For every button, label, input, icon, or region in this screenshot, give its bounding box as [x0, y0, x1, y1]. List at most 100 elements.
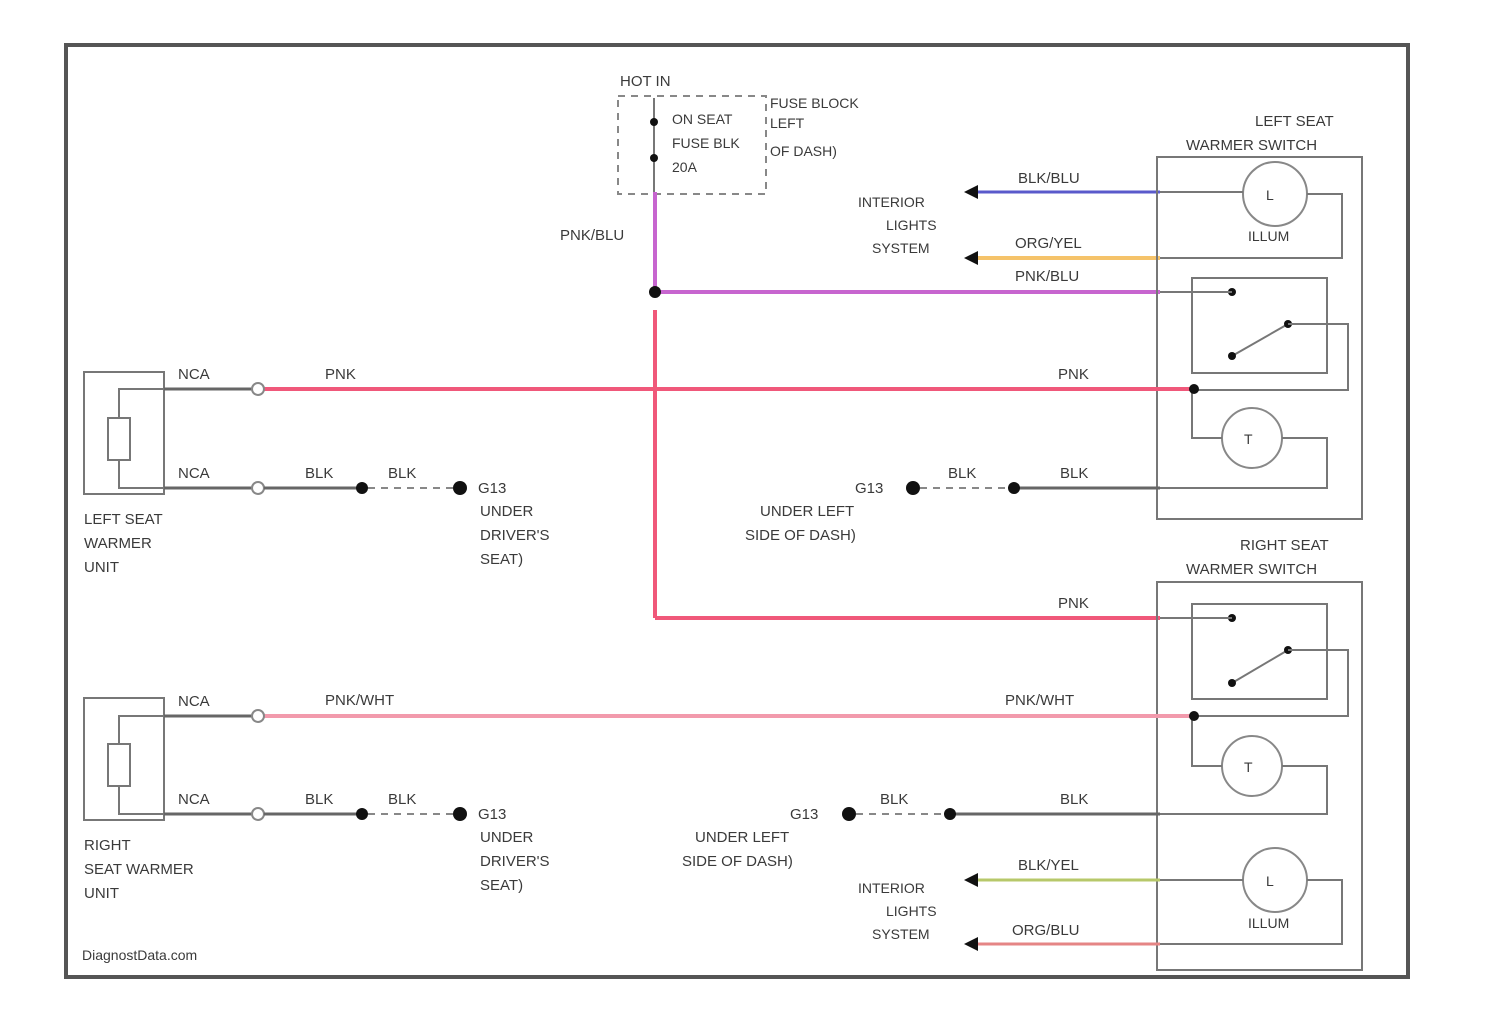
- left-unit-connector-upper: [252, 383, 264, 395]
- fuse-block-label-2: LEFT: [770, 115, 805, 131]
- wire-label-blk-right-a: BLK: [305, 791, 333, 808]
- left-warmer-unit-box: [84, 372, 164, 494]
- wire-label-nca-left-upper: NCA: [178, 366, 210, 383]
- right-unit-label-1: RIGHT: [84, 837, 131, 854]
- ground-right-seat-line3: SEAT): [480, 877, 523, 894]
- junction-pnk-blu: [649, 286, 661, 298]
- interior-lights-bottom-line2: LIGHTS: [886, 903, 937, 919]
- ground-dash-top-line1: UNDER LEFT: [760, 503, 854, 520]
- left-illum-label: ILLUM: [1248, 228, 1289, 244]
- wire-label-pnk-blu-vertical: PNK/BLU: [560, 227, 624, 244]
- wire-label-nca-right-upper: NCA: [178, 693, 210, 710]
- right-unit-connector-lower: [252, 808, 264, 820]
- watermark: DiagnostData.com: [82, 947, 197, 963]
- left-heater-element-icon: [108, 418, 130, 460]
- left-thermostat-lead-a: [1192, 390, 1222, 438]
- left-switch-blade: [1232, 324, 1288, 356]
- wire-label-blk-dash-bottom-a: BLK: [880, 791, 908, 808]
- wire-label-blk-dash-top-b: BLK: [1060, 465, 1088, 482]
- right-thermostat-lead-a: [1192, 716, 1222, 766]
- fuse-rating: 20A: [672, 159, 698, 175]
- ground-dash-top-icon: [906, 481, 920, 495]
- wire-label-org-blu: ORG/BLU: [1012, 922, 1080, 939]
- right-unit-lead-b: [119, 786, 164, 814]
- right-thermostat-glyph: T: [1244, 759, 1253, 775]
- right-unit-connector-upper: [252, 710, 264, 722]
- wire-label-pnk-wht-right: PNK/WHT: [1005, 692, 1074, 709]
- right-switch-title-2: WARMER SWITCH: [1186, 561, 1317, 578]
- wire-label-pnk-right-switch: PNK: [1058, 595, 1089, 612]
- fuse-line-1: ON SEAT: [672, 111, 733, 127]
- right-switch-blade: [1232, 650, 1288, 683]
- fuse-terminal-top: [650, 118, 658, 126]
- ground-left-seat-line1: UNDER: [480, 503, 534, 520]
- wire-label-pnk-blu: PNK/BLU: [1015, 268, 1079, 285]
- arrow-blk-blu: [964, 185, 978, 199]
- left-unit-lead-b: [119, 460, 164, 488]
- left-unit-label-1: LEFT SEAT: [84, 511, 163, 528]
- wire-label-blk-right-b: BLK: [388, 791, 416, 808]
- right-illum-lamp-icon: [1243, 848, 1307, 912]
- ground-right-seat-line1: UNDER: [480, 829, 534, 846]
- right-unit-label-2: SEAT WARMER: [84, 861, 194, 878]
- wire-label-blk-yel: BLK/YEL: [1018, 857, 1079, 874]
- ground-left-seat-id: G13: [478, 480, 506, 497]
- ground-dash-bottom-id: G13: [790, 806, 818, 823]
- junction-right-switch: [1189, 711, 1199, 721]
- splice-left-a: [356, 482, 368, 494]
- left-unit-label-3: UNIT: [84, 559, 119, 576]
- wire-label-blk-dash-top-a: BLK: [948, 465, 976, 482]
- wire-label-pnk-left: PNK: [325, 366, 356, 383]
- right-illum-label: ILLUM: [1248, 915, 1289, 931]
- arrow-org-blu: [964, 937, 978, 951]
- ground-dash-top-id: G13: [855, 480, 883, 497]
- wire-label-blk-blu: BLK/BLU: [1018, 170, 1080, 187]
- wire-label-blk-left-b: BLK: [388, 465, 416, 482]
- ground-left-seat-icon: [453, 481, 467, 495]
- splice-right-a: [356, 808, 368, 820]
- interior-lights-bottom-line1: INTERIOR: [858, 880, 925, 896]
- fuse-block-label-3: OF DASH): [770, 143, 837, 159]
- wire-label-blk-dash-bottom-b: BLK: [1060, 791, 1088, 808]
- wire-label-pnk-wht-left: PNK/WHT: [325, 692, 394, 709]
- left-unit-lead-a: [119, 389, 164, 418]
- left-switch-title-1: LEFT SEAT: [1255, 113, 1334, 130]
- ground-left-seat-line3: SEAT): [480, 551, 523, 568]
- right-switch-title-1: RIGHT SEAT: [1240, 537, 1329, 554]
- interior-lights-bottom-line3: SYSTEM: [872, 926, 930, 942]
- hot-in-label: HOT IN: [620, 73, 671, 90]
- left-illum-lamp-glyph: L: [1266, 187, 1274, 203]
- left-switch-pivot: [1228, 352, 1236, 360]
- fuse-block-label: FUSE BLOCK: [770, 95, 859, 111]
- ground-right-seat-id: G13: [478, 806, 506, 823]
- ground-dash-top-line2: SIDE OF DASH): [745, 527, 856, 544]
- interior-lights-top-line1: INTERIOR: [858, 194, 925, 210]
- junction-left-switch: [1189, 384, 1199, 394]
- interior-lights-top-line2: LIGHTS: [886, 217, 937, 233]
- wire-label-pnk-left-switch: PNK: [1058, 366, 1089, 383]
- arrow-org-yel: [964, 251, 978, 265]
- left-unit-connector-lower: [252, 482, 264, 494]
- left-illum-lamp-icon: [1243, 162, 1307, 226]
- ground-right-seat-line2: DRIVER'S: [480, 853, 550, 870]
- splice-left-switch: [1008, 482, 1020, 494]
- right-unit-label-3: UNIT: [84, 885, 119, 902]
- right-unit-lead-a: [119, 716, 164, 744]
- wire-label-nca-right-lower: NCA: [178, 791, 210, 808]
- interior-lights-top-line3: SYSTEM: [872, 240, 930, 256]
- ground-right-seat-icon: [453, 807, 467, 821]
- wire-label-nca-left-lower: NCA: [178, 465, 210, 482]
- fuse-line-2: FUSE BLK: [672, 135, 740, 151]
- right-illum-lamp-glyph: L: [1266, 873, 1274, 889]
- arrow-blk-yel: [964, 873, 978, 887]
- right-heater-element-icon: [108, 744, 130, 786]
- ground-left-seat-line2: DRIVER'S: [480, 527, 550, 544]
- left-unit-label-2: WARMER: [84, 535, 152, 552]
- left-switch-title-2: WARMER SWITCH: [1186, 137, 1317, 154]
- left-thermostat-glyph: T: [1244, 431, 1253, 447]
- fuse-terminal-bottom: [650, 154, 658, 162]
- wire-label-blk-left-a: BLK: [305, 465, 333, 482]
- ground-dash-bottom-icon: [842, 807, 856, 821]
- splice-right-switch: [944, 808, 956, 820]
